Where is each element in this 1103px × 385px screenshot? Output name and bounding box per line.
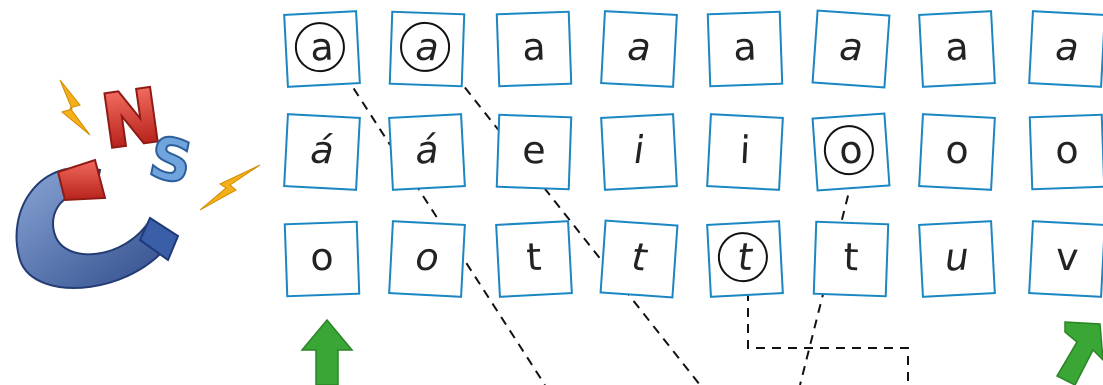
letter-tile-r1c8[interactable]: a bbox=[1028, 10, 1103, 88]
tile-letter: o bbox=[837, 127, 864, 173]
letter-tile-r1c7[interactable]: a bbox=[918, 10, 996, 88]
tile-letter: a bbox=[1054, 24, 1080, 70]
letter-tile-r3c4[interactable]: t bbox=[599, 219, 679, 299]
letter-tile-r2c3[interactable]: e bbox=[495, 113, 573, 191]
letter-tile-r1c3[interactable]: a bbox=[495, 10, 573, 88]
tile-letter: o bbox=[309, 234, 335, 280]
tile-letter: a bbox=[732, 24, 758, 70]
tile-letter: a bbox=[414, 24, 440, 70]
tile-letter: u bbox=[943, 234, 971, 280]
tile-letter: a bbox=[944, 24, 970, 70]
letter-tile-r3c5[interactable]: t bbox=[706, 220, 784, 298]
letter-tile-r2c6[interactable]: o bbox=[811, 112, 891, 192]
letter-tile-r2c5[interactable]: i bbox=[706, 113, 784, 191]
letter-tile-r2c7[interactable]: o bbox=[918, 113, 996, 191]
letter-tile-r3c1[interactable]: o bbox=[283, 220, 361, 298]
tile-letter: o bbox=[1054, 127, 1080, 173]
letter-tile-r1c4[interactable]: a bbox=[600, 10, 678, 88]
tile-letter: i bbox=[738, 127, 752, 173]
letter-tile-r3c8[interactable]: v bbox=[1028, 220, 1103, 298]
tile-letter: o bbox=[944, 127, 970, 173]
tile-letter: á bbox=[309, 127, 335, 173]
letter-tile-r1c2[interactable]: a bbox=[388, 10, 466, 88]
dashed-connector-3 bbox=[799, 179, 853, 385]
tile-letter: t bbox=[525, 234, 543, 280]
letter-tile-r3c7[interactable]: u bbox=[918, 220, 996, 298]
letter-tile-r3c6[interactable]: t bbox=[812, 220, 890, 298]
tile-letter: e bbox=[521, 127, 547, 173]
letter-tile-r3c2[interactable]: o bbox=[388, 220, 466, 298]
tile-letter: a bbox=[521, 24, 547, 70]
up-right-arrow-icon bbox=[1055, 321, 1103, 385]
up-arrow-icon bbox=[300, 318, 354, 385]
letter-tile-r1c5[interactable]: a bbox=[706, 10, 784, 88]
letter-tile-r2c8[interactable]: o bbox=[1028, 113, 1103, 191]
tile-letter: a bbox=[837, 24, 865, 70]
letter-tile-r3c3[interactable]: t bbox=[495, 220, 573, 298]
tile-letter: o bbox=[414, 234, 440, 280]
letter-tile-r2c2[interactable]: á bbox=[388, 113, 466, 191]
tile-letter: a bbox=[309, 24, 335, 70]
letter-tile-r1c1[interactable]: a bbox=[283, 10, 361, 88]
tile-letter: t bbox=[842, 234, 860, 280]
letter-tile-r2c4[interactable]: i bbox=[600, 113, 678, 191]
tile-letter: a bbox=[626, 24, 652, 70]
letter-tile-r1c6[interactable]: a bbox=[811, 9, 891, 89]
dashed-connector-4 bbox=[747, 292, 909, 385]
tile-letter: i bbox=[632, 127, 646, 173]
tile-letter: á bbox=[414, 127, 440, 173]
tile-letter: v bbox=[1054, 234, 1080, 280]
magnet-icon: S bbox=[15, 79, 261, 289]
tile-letter: t bbox=[630, 234, 649, 280]
letter-tile-r2c1[interactable]: á bbox=[283, 113, 361, 191]
dashed-connector-2 bbox=[454, 74, 701, 385]
tile-letter: t bbox=[736, 234, 754, 280]
